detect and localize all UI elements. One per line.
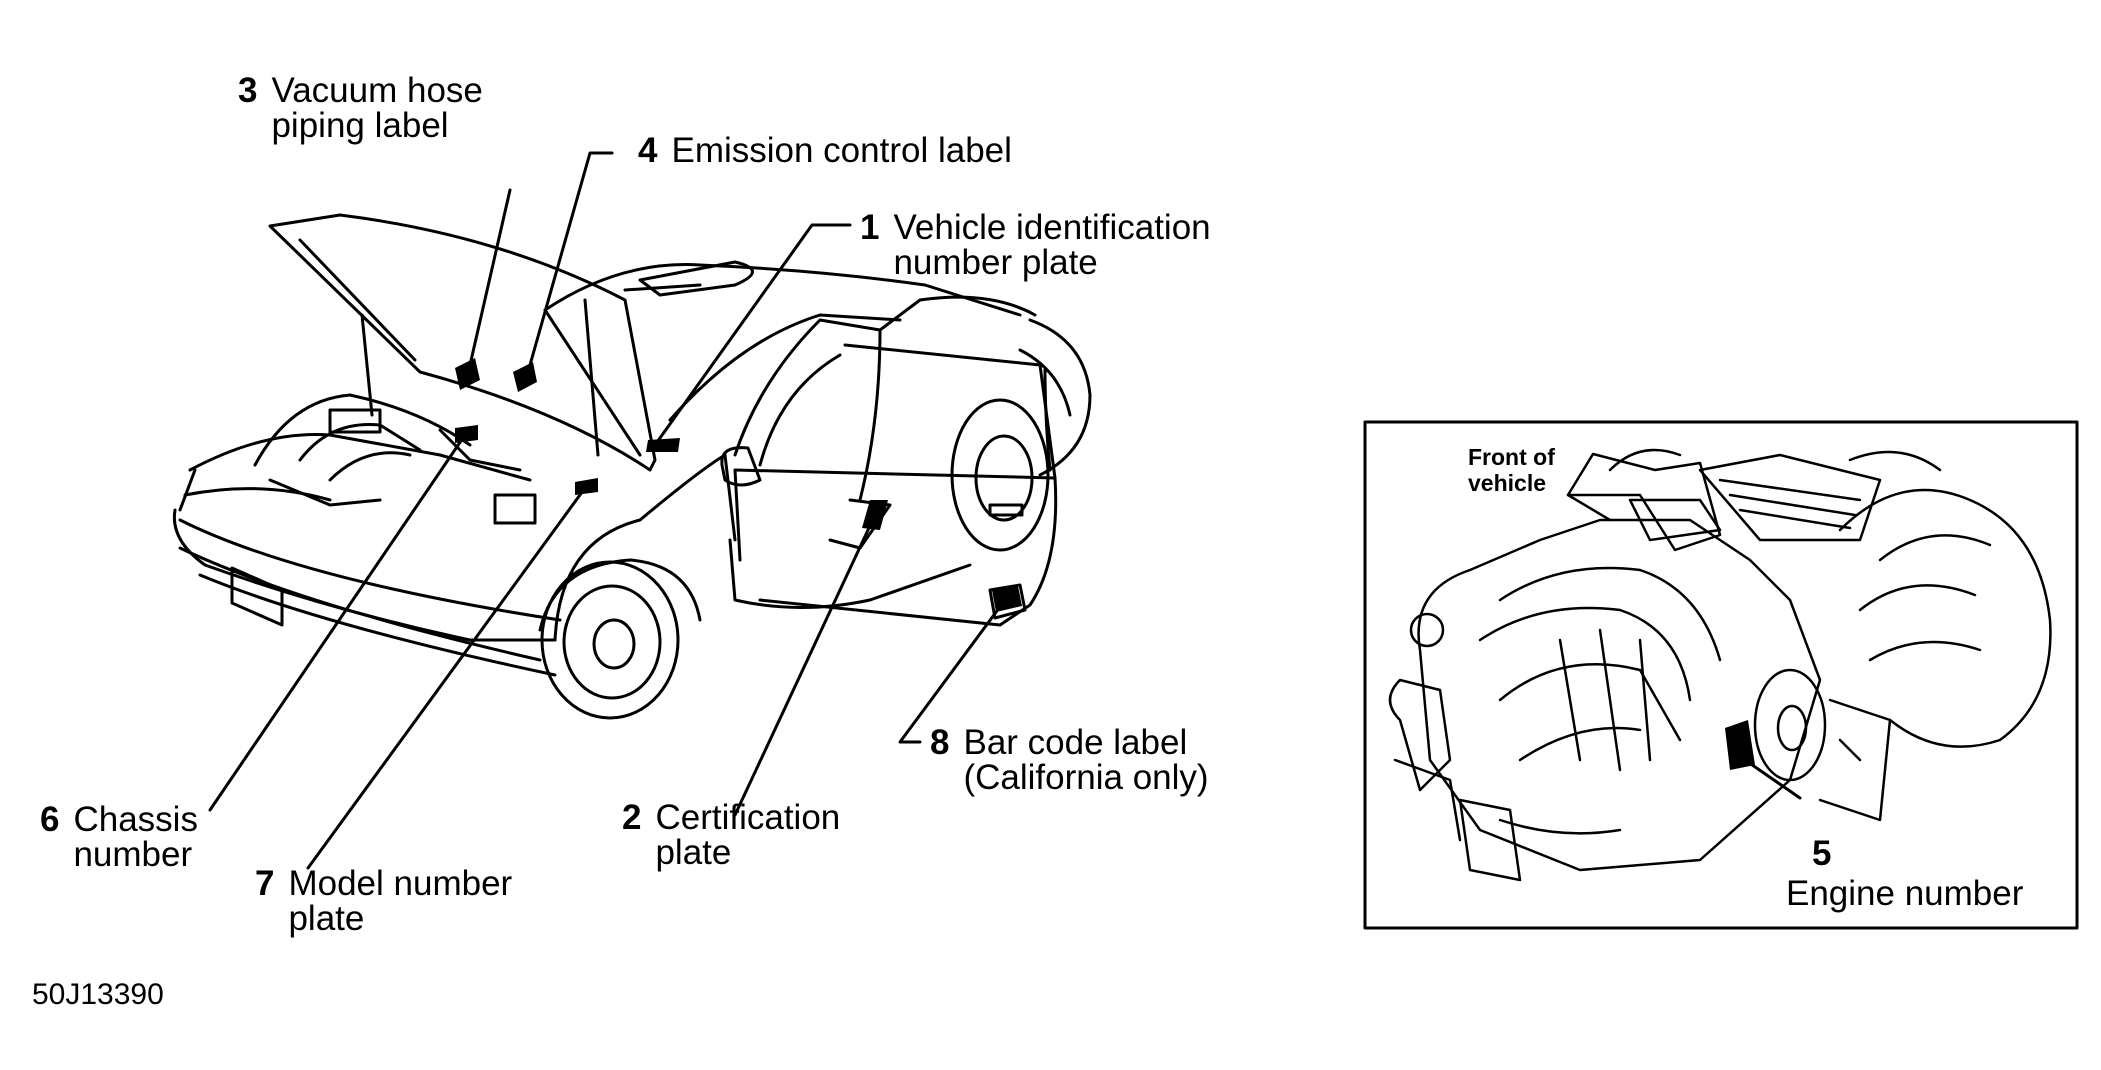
callout-number: 3 <box>238 71 258 110</box>
callout-text: Vehicle identification <box>893 208 1211 247</box>
callout-text: plate <box>655 833 732 872</box>
front-label-line: Front of <box>1468 444 1555 470</box>
callout-number: 2 <box>622 798 642 837</box>
callout-text: Bar code label <box>963 723 1188 762</box>
callout-number: 1 <box>860 208 880 247</box>
callout-text: Certification <box>655 798 841 837</box>
callout-text: Model number <box>288 864 513 903</box>
callout-emission-control-label: 4 Emission control label <box>638 133 1012 168</box>
leader-lines <box>208 151 1802 870</box>
engine-illustration <box>1388 448 2052 882</box>
car-illustration <box>172 213 1092 720</box>
callout-text: Chassis <box>73 800 198 839</box>
callout-text: plate <box>288 899 365 938</box>
callout-bar-code-label: 8 Bar code label(California only) <box>930 725 1209 795</box>
callout-number: 6 <box>40 800 60 839</box>
callout-text: Emission control label <box>671 131 1012 170</box>
front-label-line: vehicle <box>1468 470 1546 496</box>
callout-number: 4 <box>638 131 658 170</box>
callout-engine-number-digit: 5 <box>1812 836 1831 871</box>
callout-text: piping label <box>271 106 449 145</box>
callout-engine-number: Engine number <box>1786 876 2023 911</box>
callout-text: number plate <box>893 243 1098 282</box>
callout-number: 5 <box>1812 834 1832 873</box>
callout-text: (California only) <box>963 758 1209 797</box>
engine-inset-frame <box>1363 420 2079 930</box>
callout-number: 7 <box>255 864 275 903</box>
callout-text: number <box>73 835 193 874</box>
callout-text: Engine number <box>1786 874 2024 913</box>
figure-code: 50J13390 <box>32 978 164 1011</box>
callout-text: Vacuum hose <box>271 71 483 110</box>
callout-number: 8 <box>930 723 950 762</box>
